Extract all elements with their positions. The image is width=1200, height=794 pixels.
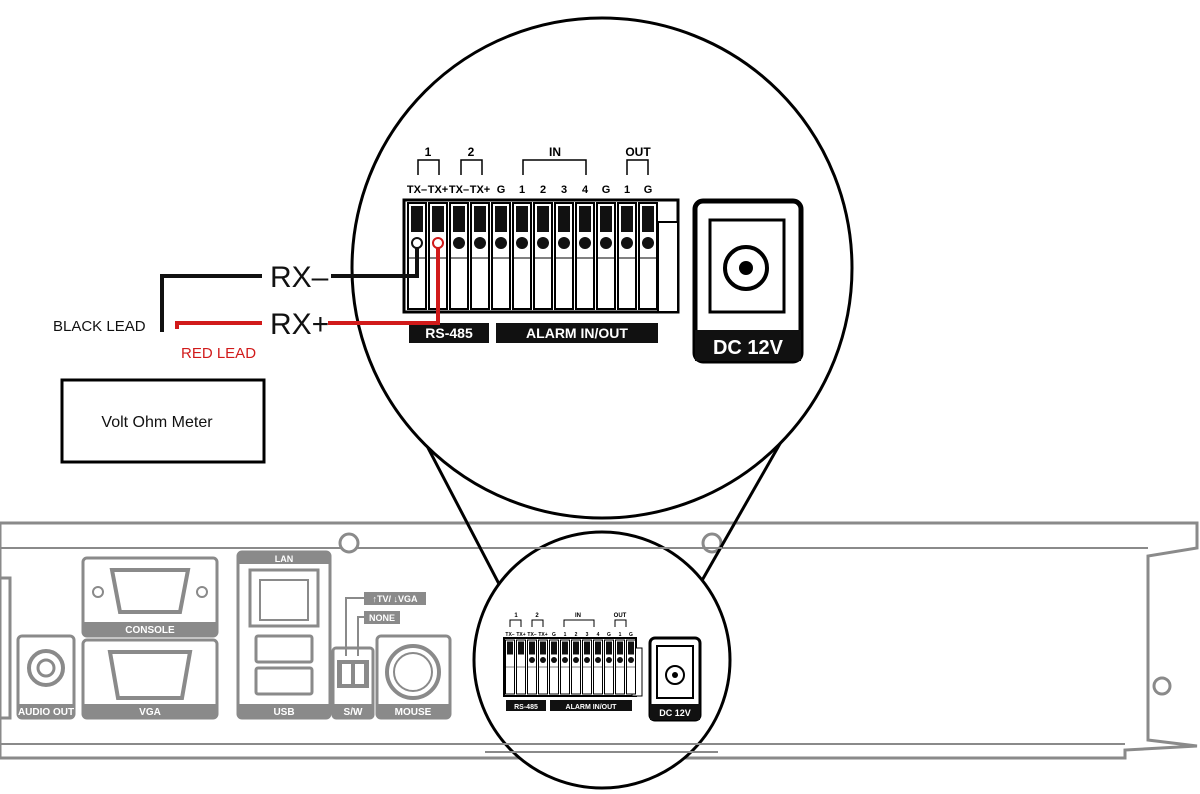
small-terminal xyxy=(560,639,570,695)
rs485-alarm-terminal xyxy=(470,202,490,310)
group-out-label: OUT xyxy=(625,145,651,159)
small-pin-label: TX+ xyxy=(516,632,525,638)
lan-label: LAN xyxy=(275,554,294,564)
group-2-label: 2 xyxy=(468,145,475,159)
rs485-alarm-pin-label: 1 xyxy=(519,184,525,196)
small-terminal xyxy=(538,639,548,695)
rs485-alarm-pin-label: 1 xyxy=(624,184,630,196)
small-pin-label: TX– xyxy=(505,632,514,638)
rs485-alarm-terminal xyxy=(533,202,553,310)
red-lead-label: RED LEAD xyxy=(181,345,256,362)
small-pin-label: 4 xyxy=(597,632,600,638)
rs485-alarm-pin-label: TX+ xyxy=(470,184,490,196)
meter-label: Volt Ohm Meter xyxy=(101,414,213,431)
rs485-alarm-pin-label: TX– xyxy=(407,184,427,196)
small-terminal xyxy=(615,639,625,695)
rs485-alarm-pin-label: G xyxy=(644,184,653,196)
audio-out-port: AUDIO OUT xyxy=(16,634,76,720)
mouse-label: MOUSE xyxy=(395,707,432,718)
small-group-1: 1 xyxy=(514,613,518,619)
small-terminal xyxy=(593,639,603,695)
small-alarm-label: ALARM IN/OUT xyxy=(566,704,618,711)
dc-12v-label: DC 12V xyxy=(713,337,784,359)
dc-12v-jack: DC 12V xyxy=(692,198,804,364)
rs485-alarm-terminal xyxy=(575,202,595,310)
tv-vga-label: ↑TV/ ↓VGA xyxy=(372,594,418,604)
small-rs485-label: RS-485 xyxy=(514,704,538,711)
rs485-alarm-pin-label: TX+ xyxy=(428,184,448,196)
group-in-label: IN xyxy=(549,145,561,159)
small-pin-label: TX+ xyxy=(538,632,547,638)
small-terminal xyxy=(527,639,537,695)
console-label: CONSOLE xyxy=(125,625,175,636)
audio-out-label: AUDIO OUT xyxy=(18,707,74,718)
small-terminal xyxy=(505,639,515,695)
rs485-alarm-terminal xyxy=(512,202,532,310)
rx-plus-label: RX+ xyxy=(270,308,329,341)
black-lead-wire xyxy=(160,247,419,332)
small-terminal xyxy=(516,639,526,695)
small-dc-label: DC 12V xyxy=(659,708,691,718)
group-1-label: 1 xyxy=(425,145,432,159)
rs485-alarm-pin-label: 3 xyxy=(561,184,567,196)
small-group-2: 2 xyxy=(535,613,539,619)
lan-usb-port: LAN USB xyxy=(236,550,332,720)
mouse-port: MOUSE xyxy=(375,634,452,720)
rs485-alarm-terminal xyxy=(449,202,469,310)
small-pin-label: 3 xyxy=(586,632,589,638)
small-group-in: IN xyxy=(575,613,581,619)
usb-label: USB xyxy=(273,707,294,718)
small-pin-label: 2 xyxy=(575,632,578,638)
rs485-label: RS-485 xyxy=(425,325,473,341)
small-terminal xyxy=(604,639,614,695)
black-lead-probe-tip xyxy=(411,237,423,249)
small-pin-label: 1 xyxy=(564,632,567,638)
vga-port: VGA xyxy=(81,638,219,720)
rs485-alarm-pin-label: TX– xyxy=(449,184,469,196)
sw-label: S/W xyxy=(344,707,363,718)
small-terminal xyxy=(571,639,581,695)
small-pin-label: 1 xyxy=(619,632,622,638)
none-label: NONE xyxy=(369,613,395,623)
small-pin-label: G xyxy=(607,632,611,638)
console-port: CONSOLE xyxy=(81,556,219,638)
small-pin-label: TX– xyxy=(527,632,536,638)
vga-label: VGA xyxy=(139,707,161,718)
red-lead-wire xyxy=(175,247,440,329)
small-pin-label: G xyxy=(629,632,633,638)
small-terminal xyxy=(549,639,559,695)
rs485-alarm-terminal xyxy=(596,202,616,310)
rs485-alarm-pin-label: G xyxy=(497,184,506,196)
small-pin-label: G xyxy=(552,632,556,638)
screw-icon xyxy=(1152,676,1172,696)
rx-minus-label: RX– xyxy=(270,261,329,294)
alarm-label: ALARM IN/OUT xyxy=(526,325,628,341)
red-lead-probe-tip xyxy=(432,237,444,249)
small-group-out: OUT xyxy=(614,613,627,619)
rs485-alarm-pin-label: G xyxy=(602,184,611,196)
volt-ohm-meter: Volt Ohm Meter xyxy=(60,378,266,464)
sw-switch: S/W ↑TV/ ↓VGA NONE xyxy=(331,592,426,720)
rs485-alarm-pin-label: 2 xyxy=(540,184,546,196)
rs485-alarm-terminal xyxy=(617,202,637,310)
rs485-alarm-terminal xyxy=(491,202,511,310)
rs485-alarm-terminal xyxy=(638,202,658,310)
small-terminal xyxy=(626,639,636,695)
rs485-alarm-terminal xyxy=(554,202,574,310)
small-terminal xyxy=(582,639,592,695)
screw-icon xyxy=(338,532,360,554)
rs485-alarm-pin-label: 4 xyxy=(582,184,589,196)
black-lead-label: BLACK LEAD xyxy=(53,318,146,335)
